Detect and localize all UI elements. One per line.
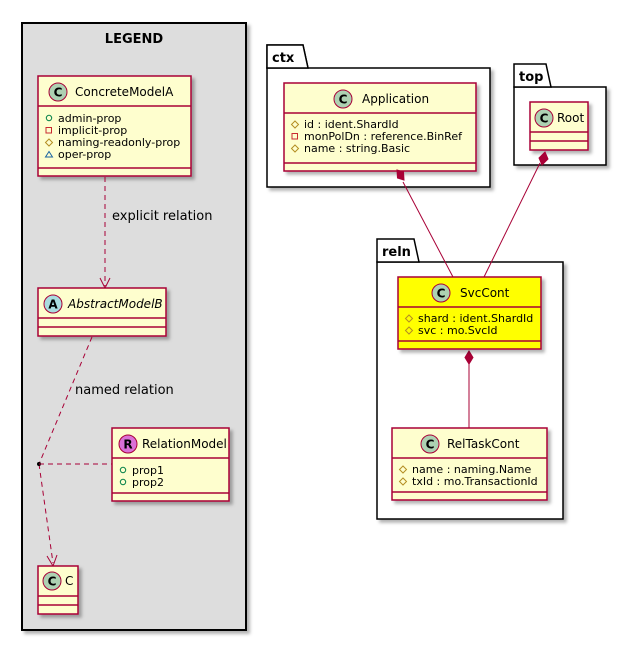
class-c-icon	[420, 434, 440, 454]
class-a-icon	[43, 294, 63, 314]
attr-implicit-prop: implicit-prop	[58, 124, 127, 137]
attr-row-0: admin-prop	[45, 112, 121, 125]
attr-shard: shard : ident.ShardId	[418, 312, 533, 325]
private-vis-icon	[291, 133, 298, 140]
protected-vis-icon	[404, 326, 414, 335]
class-c-icon	[534, 108, 554, 128]
concrete-model-attrs: admin-prop implicit-prop naming-readonly…	[44, 112, 180, 161]
class-c[interactable]: C C	[37, 565, 79, 615]
relation-stereo-letter: R	[123, 438, 132, 452]
class-c-icon	[333, 89, 353, 109]
package-ctx-name: ctx	[272, 51, 295, 66]
svccont-stereo-letter: C	[437, 287, 446, 301]
concrete-model-name: ConcreteModelA	[75, 85, 174, 99]
reltaskcont-attrs: name : naming.Name txId : mo.Transaction…	[398, 463, 538, 488]
abstract-model-name: AbstractModelB	[67, 297, 163, 311]
application-class[interactable]: C Application id : ident.ShardId monPolD…	[283, 82, 477, 172]
composition-edge-application-svccont	[396, 169, 454, 278]
class-c-icon	[48, 82, 68, 102]
attr-name: name : string.Basic	[304, 142, 410, 155]
class-c-stereo-letter: C	[48, 575, 57, 589]
named-relation-edge: named relation	[37, 336, 174, 568]
svccont-class[interactable]: C SvcCont shard : ident.ShardId svc : mo…	[397, 276, 542, 350]
composition-diamond	[464, 350, 474, 365]
svccont-attrs: shard : ident.ShardId svc : mo.SvcId	[404, 312, 533, 337]
protected-vis-icon	[398, 477, 408, 486]
attr-svc: svc : mo.SvcId	[418, 324, 498, 337]
application-attrs: id : ident.ShardId monPolDn : reference.…	[290, 118, 463, 155]
composition-edge-root-svccont	[483, 151, 549, 278]
class-c-icon	[431, 283, 451, 303]
class-c-icon	[42, 571, 62, 591]
root-name: Root	[557, 111, 584, 125]
abstract-model-class[interactable]: A AbstractModelB	[37, 287, 167, 337]
concrete-model-class[interactable]: C ConcreteModelA admin-prop implicit-pro…	[37, 75, 192, 177]
attr-row-2: naming-readonly-prop	[44, 136, 180, 149]
root-class[interactable]: C Root	[529, 101, 589, 151]
relation-model-name: RelationModel	[142, 437, 227, 451]
public-vis-icon	[119, 478, 127, 486]
attr-prop2: prop2	[132, 476, 164, 489]
attr-txid: txId : mo.TransactionId	[412, 475, 538, 488]
protected-vis-icon	[290, 120, 300, 129]
package-vis-icon	[44, 150, 54, 158]
attr-admin-prop: admin-prop	[58, 112, 121, 125]
package-top-name: top	[519, 70, 543, 85]
protected-vis-icon	[404, 314, 414, 323]
attr-row-3: oper-prop	[44, 148, 111, 161]
application-name: Application	[362, 92, 429, 106]
protected-vis-icon	[290, 144, 300, 153]
private-vis-icon	[45, 127, 52, 134]
explicit-relation-edge: explicit relation	[99, 177, 212, 290]
root-stereo-letter: C	[540, 112, 549, 126]
abstract-stereo-letter: A	[48, 298, 58, 312]
attr-id: id : ident.ShardId	[304, 118, 399, 131]
protected-vis-icon	[44, 138, 54, 147]
composition-diamond	[396, 169, 405, 181]
class-c-name: C	[65, 574, 73, 588]
explicit-relation-label: explicit relation	[112, 209, 212, 224]
attr-row-1: implicit-prop	[45, 124, 127, 137]
public-vis-icon	[45, 114, 53, 122]
application-stereo-letter: C	[339, 93, 348, 107]
reltaskcont-class[interactable]: C RelTaskCont name : naming.Name txId : …	[391, 427, 548, 501]
relation-model-attrs: prop1 prop2	[119, 464, 164, 489]
concrete-stereo-letter: C	[54, 86, 63, 100]
class-r-icon	[118, 434, 138, 454]
composition-edge-svccont-reltaskcont	[464, 350, 474, 428]
attr-prop1: prop1	[132, 464, 164, 477]
reltaskcont-stereo-letter: C	[426, 438, 435, 452]
legend-title: LEGEND	[105, 32, 164, 47]
public-vis-icon	[119, 466, 127, 474]
attr-naming-readonly-prop: naming-readonly-prop	[58, 136, 180, 149]
named-relation-label: named relation	[75, 383, 174, 398]
relation-model-class[interactable]: R RelationModel prop1 prop2	[111, 427, 230, 502]
protected-vis-icon	[398, 465, 408, 474]
attr-oper-prop: oper-prop	[58, 148, 111, 161]
composition-diamond	[538, 151, 549, 166]
attr-name: name : naming.Name	[412, 463, 532, 476]
reltaskcont-name: RelTaskCont	[447, 437, 520, 451]
package-reln-name: reln	[382, 245, 411, 260]
svccont-name: SvcCont	[460, 286, 510, 300]
attr-monpoldn: monPolDn : reference.BinRef	[304, 130, 463, 143]
